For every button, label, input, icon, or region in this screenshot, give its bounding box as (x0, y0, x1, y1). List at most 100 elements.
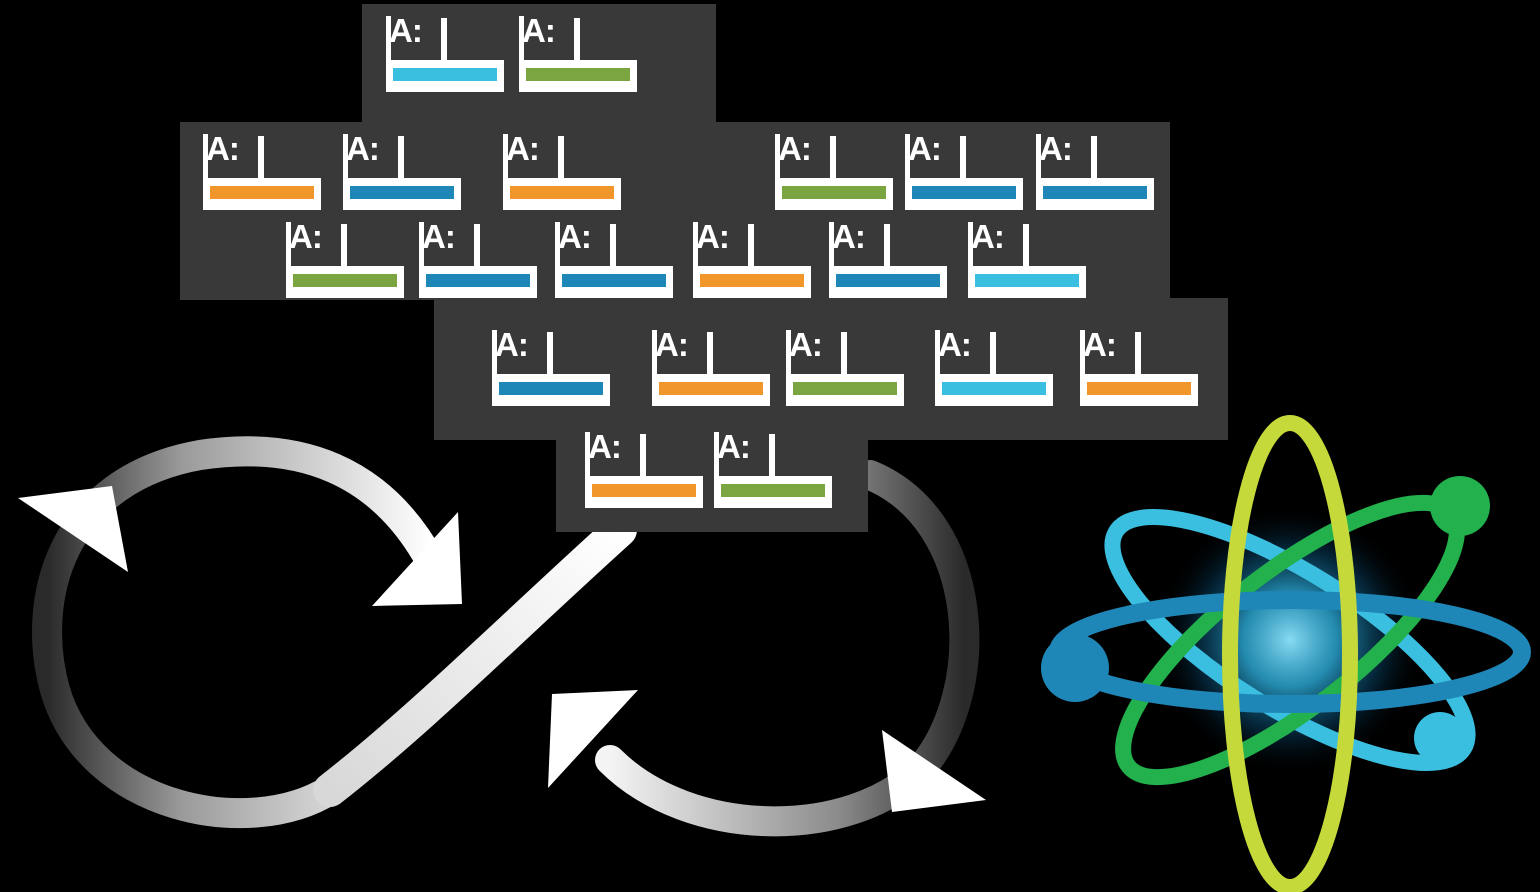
drive-icon: A: (203, 130, 321, 210)
drive-color-bar (793, 382, 897, 395)
drive-icon: A: (905, 130, 1023, 210)
drive-frame-divider (830, 136, 836, 182)
drive-label: A: (717, 428, 751, 465)
drive-color-bar (350, 186, 454, 199)
drive-frame-divider (258, 136, 264, 182)
drive-frame-side (503, 134, 508, 210)
drive-frame-divider (547, 332, 553, 378)
atom-electron-blue (1041, 634, 1109, 702)
drive-frame-side (1080, 330, 1085, 406)
drive-frame-divider (640, 434, 646, 480)
drive-icon: A: (519, 12, 637, 92)
drive-frame-side (386, 16, 391, 92)
drive-frame-side (775, 134, 780, 210)
drive-color-bar (942, 382, 1046, 395)
drive-frame-side (693, 222, 698, 298)
drive-label: A: (971, 218, 1005, 255)
drive-frame-side (419, 222, 424, 298)
drive-icon: A: (968, 218, 1086, 298)
drive-icon: A: (503, 130, 621, 210)
drive-frame-divider (841, 332, 847, 378)
drive-frame-side (519, 16, 524, 92)
drive-icon: A: (935, 326, 1053, 406)
drive-frame-divider (1091, 136, 1097, 182)
drive-label: A: (206, 130, 240, 167)
drive-icon: A: (1036, 130, 1154, 210)
drive-frame-side (968, 222, 973, 298)
drive-color-bar (782, 186, 886, 199)
drive-color-bar (293, 274, 397, 287)
drive-icon: A: (386, 12, 504, 92)
drive-color-bar (210, 186, 314, 199)
drive-color-bar (700, 274, 804, 287)
drive-label: A: (832, 218, 866, 255)
drive-frame-side (585, 432, 590, 508)
drive-frame-divider (441, 18, 447, 64)
drive-color-bar (836, 274, 940, 287)
drive-label: A: (938, 326, 972, 363)
drive-label: A: (422, 218, 456, 255)
loop-cross-band (313, 513, 637, 807)
drive-label: A: (778, 130, 812, 167)
drive-color-bar (562, 274, 666, 287)
drive-icon: A: (829, 218, 947, 298)
drive-frame-side (714, 432, 719, 508)
drive-frame-divider (1135, 332, 1141, 378)
drive-frame-side (203, 134, 208, 210)
drive-icon: A: (555, 218, 673, 298)
drive-frame-side (343, 134, 348, 210)
drive-label: A: (908, 130, 942, 167)
drive-label: A: (588, 428, 622, 465)
drive-color-bar (659, 382, 763, 395)
drive-label: A: (696, 218, 730, 255)
drive-frame-divider (341, 224, 347, 270)
loop-left-lobe (32, 436, 445, 829)
drive-icon: A: (585, 428, 703, 508)
drive-frame-divider (574, 18, 580, 64)
drive-icon: A: (652, 326, 770, 406)
drive-icon: A: (286, 218, 404, 298)
drive-label: A: (389, 12, 423, 49)
atom-electron-cyan (1414, 712, 1466, 764)
arrow-head-bottom-right (882, 730, 986, 812)
drive-icon: A: (775, 130, 893, 210)
drive-frame-side (286, 222, 291, 298)
drive-label: A: (289, 218, 323, 255)
drive-label: A: (522, 12, 556, 49)
atom-electron-green (1430, 476, 1490, 536)
drive-frame-divider (884, 224, 890, 270)
drive-frame-divider (960, 136, 966, 182)
drive-icon: A: (1080, 326, 1198, 406)
drive-frame-divider (474, 224, 480, 270)
drive-label: A: (1039, 130, 1073, 167)
drive-color-bar (592, 484, 696, 497)
arrow-head-top-left (18, 486, 128, 572)
drive-frame-side (829, 222, 834, 298)
drive-frame-side (786, 330, 791, 406)
drive-color-bar (510, 186, 614, 199)
drive-frame-side (905, 134, 910, 210)
drive-label: A: (346, 130, 380, 167)
drive-label: A: (558, 218, 592, 255)
drive-label: A: (789, 326, 823, 363)
drive-frame-divider (748, 224, 754, 270)
drive-color-bar (721, 484, 825, 497)
drive-icon: A: (419, 218, 537, 298)
drive-icon: A: (786, 326, 904, 406)
arrow-head-mid-right (548, 690, 638, 788)
drive-label: A: (506, 130, 540, 167)
drive-frame-divider (398, 136, 404, 182)
drive-color-bar (1087, 382, 1191, 395)
drive-frame-divider (558, 136, 564, 182)
drive-color-bar (526, 68, 630, 81)
drive-label: A: (1083, 326, 1117, 363)
drive-frame-divider (769, 434, 775, 480)
drive-frame-divider (707, 332, 713, 378)
drive-label: A: (495, 326, 529, 363)
drive-color-bar (426, 274, 530, 287)
drive-frame-side (935, 330, 940, 406)
drive-frame-side (555, 222, 560, 298)
panel-row-three (434, 298, 1228, 440)
